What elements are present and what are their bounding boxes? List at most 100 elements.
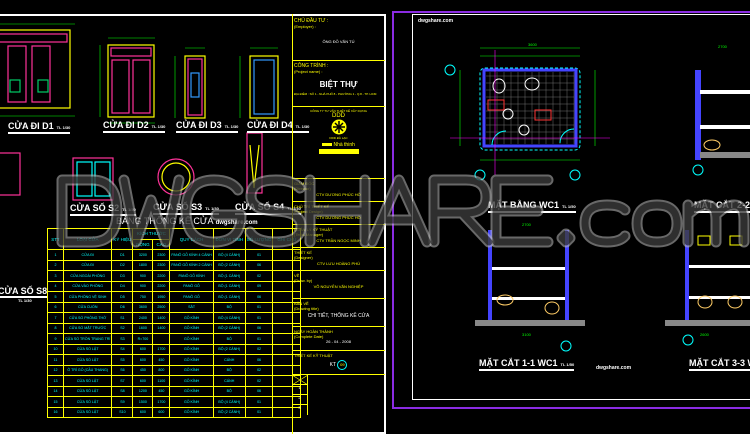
table-cell: GỖ KÍNH — [169, 343, 214, 355]
table-cell: D6 — [111, 301, 134, 313]
header-width: RỘNG — [132, 238, 154, 250]
view-plan-scale: TL 1/50 — [562, 204, 576, 209]
tb-project: CÔNG TRÌNH : (Project name) : BIỆT THỰ Đ… — [292, 60, 385, 106]
table-cell: 11 — [47, 354, 64, 366]
table-cell: 02 — [244, 364, 274, 376]
table-title-text: BẢNG THỐNG KÊ CỬA — [116, 216, 214, 226]
table-cell: 450 — [152, 354, 171, 366]
table-cell: GỖ KÍNH — [169, 312, 214, 324]
table-cell: CỬA SỔ LẬT — [62, 343, 113, 355]
door-d4-title: CỬA ĐI D4 — [247, 120, 293, 130]
header-stt: STT — [47, 228, 64, 250]
project-en: (Project name) : — [294, 69, 323, 74]
table-cell: 1400 — [152, 312, 171, 324]
table-cell: S5 — [111, 354, 134, 366]
table-cell: 01 — [244, 406, 274, 418]
table-cell: 600 — [132, 343, 154, 355]
tb-company: CÔNG TY TƯ VẤN THIẾT KẾ XÂY DỰNG DDD DDD… — [292, 106, 385, 178]
investor-en: (Employer) : — [294, 24, 316, 29]
header-size: KÍCH THƯỚC — [132, 228, 171, 240]
header-code: KÝ HIỆU — [111, 228, 134, 250]
table-cell: CỬA SỔ LẬT — [62, 396, 113, 408]
table-cell: S2 — [111, 322, 134, 334]
table-cell: R=700 — [132, 333, 154, 345]
table-cell: BỘ (2 CÁNH) — [212, 406, 246, 418]
wc1-section-2-2 — [692, 70, 750, 176]
table-cell: S7 — [111, 375, 134, 387]
table-cell: 800 — [152, 364, 171, 376]
table-cell: 02 — [244, 270, 274, 282]
table-cell: 450 — [152, 385, 171, 397]
table-cell: 2 — [47, 259, 64, 271]
table-cell: 16 — [47, 406, 64, 418]
window-s8-scale: TL 1/30 — [18, 298, 32, 303]
view-section22-label: MẶT CẮT 2-2 WC1 — [694, 200, 750, 213]
table-cell: BỘ (2 CÁNH) — [212, 343, 246, 355]
table-header-row: STT LOẠI CỬA KÝ HIỆU KÍCH THƯỚC QUY CÁCH… — [47, 228, 302, 250]
table-cell: BỘ (1 CÁNH) — [212, 291, 246, 303]
table-cell: GỖ KÍNH — [169, 354, 214, 366]
table-cell: CỬA SỔ PHÒNG THỜ — [62, 312, 113, 324]
table-cell: PANÔ GỖ — [169, 280, 214, 292]
table-title: BẢNG THỐNG KÊ CỬA dwgshare.com — [116, 216, 258, 226]
table-cell: 06 — [244, 385, 274, 397]
table-site-text: dwgshare.com — [215, 220, 258, 226]
role-en: (Project Design) — [294, 209, 323, 214]
table-cell: CỬA SỔ LẬT — [62, 354, 113, 366]
role-en: (Draw. by) — [294, 278, 313, 283]
table-cell: BỘ (4 CÁNH) — [212, 249, 246, 261]
tb-revisions: 1 2 3 — [291, 374, 385, 434]
table-cell: 2500 — [152, 301, 171, 313]
header-spec: QUY CÁCH — [169, 228, 214, 250]
table-cell: CỬA ĐI — [62, 259, 113, 271]
window-drawings — [0, 132, 263, 201]
sheet-code: KT — [329, 362, 336, 368]
table-cell: CỬA NGOÀI PHÒNG — [62, 270, 113, 282]
table-cell: 02 — [244, 375, 274, 387]
table-cell: GỖ KÍNH — [169, 375, 214, 387]
view-plan-title: MẶT BẰNG WC1 — [488, 200, 559, 210]
table-cell: 3600 — [132, 301, 154, 313]
table-cell: 450 — [132, 364, 154, 376]
role-name: CTV DƯƠNG PHÚC HÒ — [316, 192, 361, 197]
table-cell: 2300 — [152, 259, 171, 271]
wc1-plan — [444, 47, 610, 181]
role-name: CTV TRẦN NGỌC MINH — [316, 238, 361, 243]
table-cell: 01 — [244, 249, 274, 261]
window-s8-title: CỬA SỔ S8 — [0, 286, 48, 298]
table-cell: BỘ — [212, 333, 246, 345]
header-unit: ĐƠN VỊ TÍNH — [212, 228, 246, 250]
role-name: CTV LƯU HOÀNG PHÚ — [317, 261, 360, 266]
table-cell: 09 — [244, 280, 274, 292]
table-cell: 1700 — [152, 396, 171, 408]
table-cell: S6 — [111, 364, 134, 376]
view-section33-label: MẶT CẮT 3-3 WC1 — [689, 358, 750, 371]
table-cell: 5 — [47, 291, 64, 303]
table-cell: PANÔ GỖ KÍNH 4 CÁNH — [169, 249, 214, 261]
window-s2-title: CỬA SỔ S2 — [70, 203, 120, 213]
table-cell: 06 — [244, 322, 274, 334]
table-cell: 15 — [47, 396, 64, 408]
date-value: 26 - 04 - 2008 — [326, 339, 351, 344]
company-logo-icon — [331, 119, 346, 135]
table-cell: GỖ KÍNH — [169, 385, 214, 397]
drawing-label: BẢN VẼ — [294, 301, 309, 306]
table-cell: CỬA CUỐN — [62, 301, 113, 313]
role-name: VÕ NGUYỄN VĂN NGHIỆP — [313, 284, 364, 289]
table-cell: 600 — [152, 406, 171, 418]
table-cell: D4 — [111, 280, 134, 292]
tb-role: CHỦ TRÌ THIẾT KẾ(Project Design)CTV DƯƠN… — [292, 201, 385, 224]
company-short: DDD — [332, 113, 345, 119]
table-cell: S4 — [111, 343, 134, 355]
table-cell: 06 — [244, 259, 274, 271]
table-cell: CỬA VÀO PHÒNG — [62, 280, 113, 292]
table-cell: 900 — [132, 270, 154, 282]
table-cell: GỖ KÍNH — [169, 333, 214, 345]
